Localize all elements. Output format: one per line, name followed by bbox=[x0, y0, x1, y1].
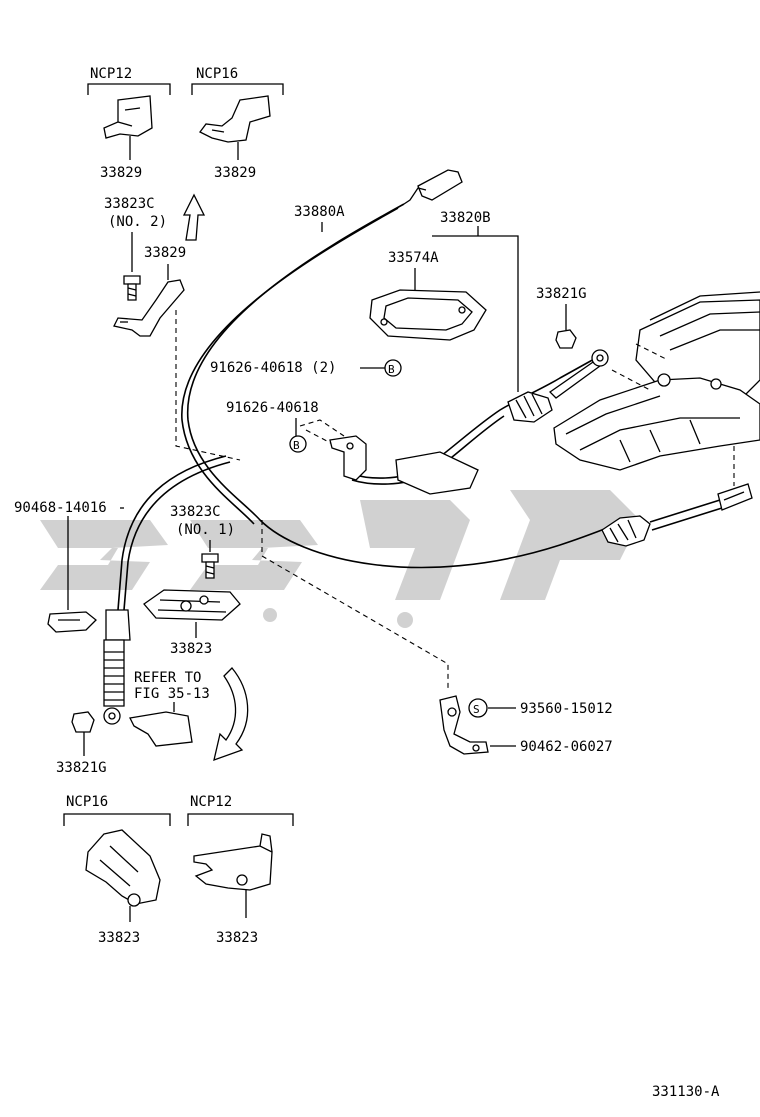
svg-text:B: B bbox=[293, 439, 300, 452]
shift-boot-33574a bbox=[369, 289, 487, 341]
bracket-33829-ncp12 bbox=[103, 95, 153, 139]
label-33574a: 33574A bbox=[388, 250, 439, 266]
label-33821g-bottom: 33821G bbox=[56, 760, 107, 776]
cable-end-33880a bbox=[417, 169, 463, 201]
label-33823-b2: 33823 bbox=[216, 930, 258, 946]
shift-lever-assembly bbox=[553, 291, 760, 486]
label-no1: (NO. 1) bbox=[176, 522, 235, 538]
plate-33823 bbox=[143, 589, 241, 621]
curved-arrow-up-icon bbox=[182, 193, 206, 241]
label-fig-35-13: FIG 35-13 bbox=[134, 686, 210, 702]
nut-33821g-top bbox=[555, 329, 577, 349]
bolt-33823c-no2 bbox=[123, 275, 141, 301]
cable-33880a-end-right bbox=[601, 483, 753, 547]
label-33829-a: 33829 bbox=[100, 165, 142, 181]
label-33820b: 33820B bbox=[440, 210, 491, 226]
label-33823c-no1: 33823C bbox=[170, 504, 221, 520]
cable-bracket-plate bbox=[329, 435, 479, 495]
cable-33880a-lower bbox=[117, 455, 227, 611]
ncp12-top-group: NCP12 33829 bbox=[87, 66, 171, 181]
label-no2: (NO. 2) bbox=[108, 214, 167, 230]
marker-s bbox=[468, 698, 488, 718]
bolt-33823c-no1 bbox=[201, 553, 219, 579]
bracket-33829-ncp16 bbox=[199, 95, 271, 143]
ncp12-bottom-group: NCP12 33823 bbox=[187, 794, 294, 946]
ncp12-bottom-label: NCP12 bbox=[190, 794, 232, 810]
ncp16-top-group: NCP16 33829 bbox=[191, 66, 284, 181]
watermark-logo bbox=[40, 490, 640, 628]
label-33821g-top: 33821G bbox=[536, 286, 587, 302]
label-33829-c: 33829 bbox=[144, 245, 186, 261]
ncp16-bottom-label: NCP16 bbox=[66, 794, 108, 810]
label-33829-b: 33829 bbox=[214, 165, 256, 181]
svg-text:S: S bbox=[473, 703, 480, 716]
ncp16-bottom-group: NCP16 33823 bbox=[63, 794, 171, 946]
cable-33820b bbox=[351, 357, 597, 479]
curved-arrow-down-icon bbox=[213, 667, 249, 762]
label-33823-b1: 33823 bbox=[98, 930, 140, 946]
label-90468-14016: 90468-14016 bbox=[14, 500, 107, 516]
nut-33821g-bottom bbox=[71, 711, 95, 733]
marker-b-2 bbox=[289, 435, 307, 453]
label-90462-06027: 90462-06027 bbox=[520, 739, 613, 755]
label-91626-40618-2: 91626-40618 (2) bbox=[210, 360, 336, 376]
lever-bracket-33829 bbox=[113, 279, 185, 337]
label-refer-to: REFER TO bbox=[134, 670, 201, 686]
clip-90468-14016 bbox=[47, 611, 97, 633]
label-93560-15012: 93560-15012 bbox=[520, 701, 613, 717]
label-33823-mid: 33823 bbox=[170, 641, 212, 657]
svg-text:B: B bbox=[388, 363, 395, 376]
label-33880a: 33880A bbox=[294, 204, 345, 220]
diagram-code: 331130-A bbox=[652, 1084, 720, 1100]
bracket-33823-ncp12 bbox=[193, 845, 273, 891]
bracket-33823-ncp16 bbox=[85, 829, 161, 905]
label-33823c-no2: 33823C bbox=[104, 196, 155, 212]
marker-b-1 bbox=[384, 359, 402, 377]
cable-boot-33820b bbox=[507, 391, 553, 423]
lever-end-shape bbox=[129, 711, 193, 747]
ncp16-top-label: NCP16 bbox=[196, 66, 238, 82]
label-91626-40618: 91626-40618 bbox=[226, 400, 319, 416]
bracket-90462 bbox=[439, 695, 489, 755]
ncp12-top-label: NCP12 bbox=[90, 66, 132, 82]
cable-adjuster-lower bbox=[103, 609, 131, 725]
